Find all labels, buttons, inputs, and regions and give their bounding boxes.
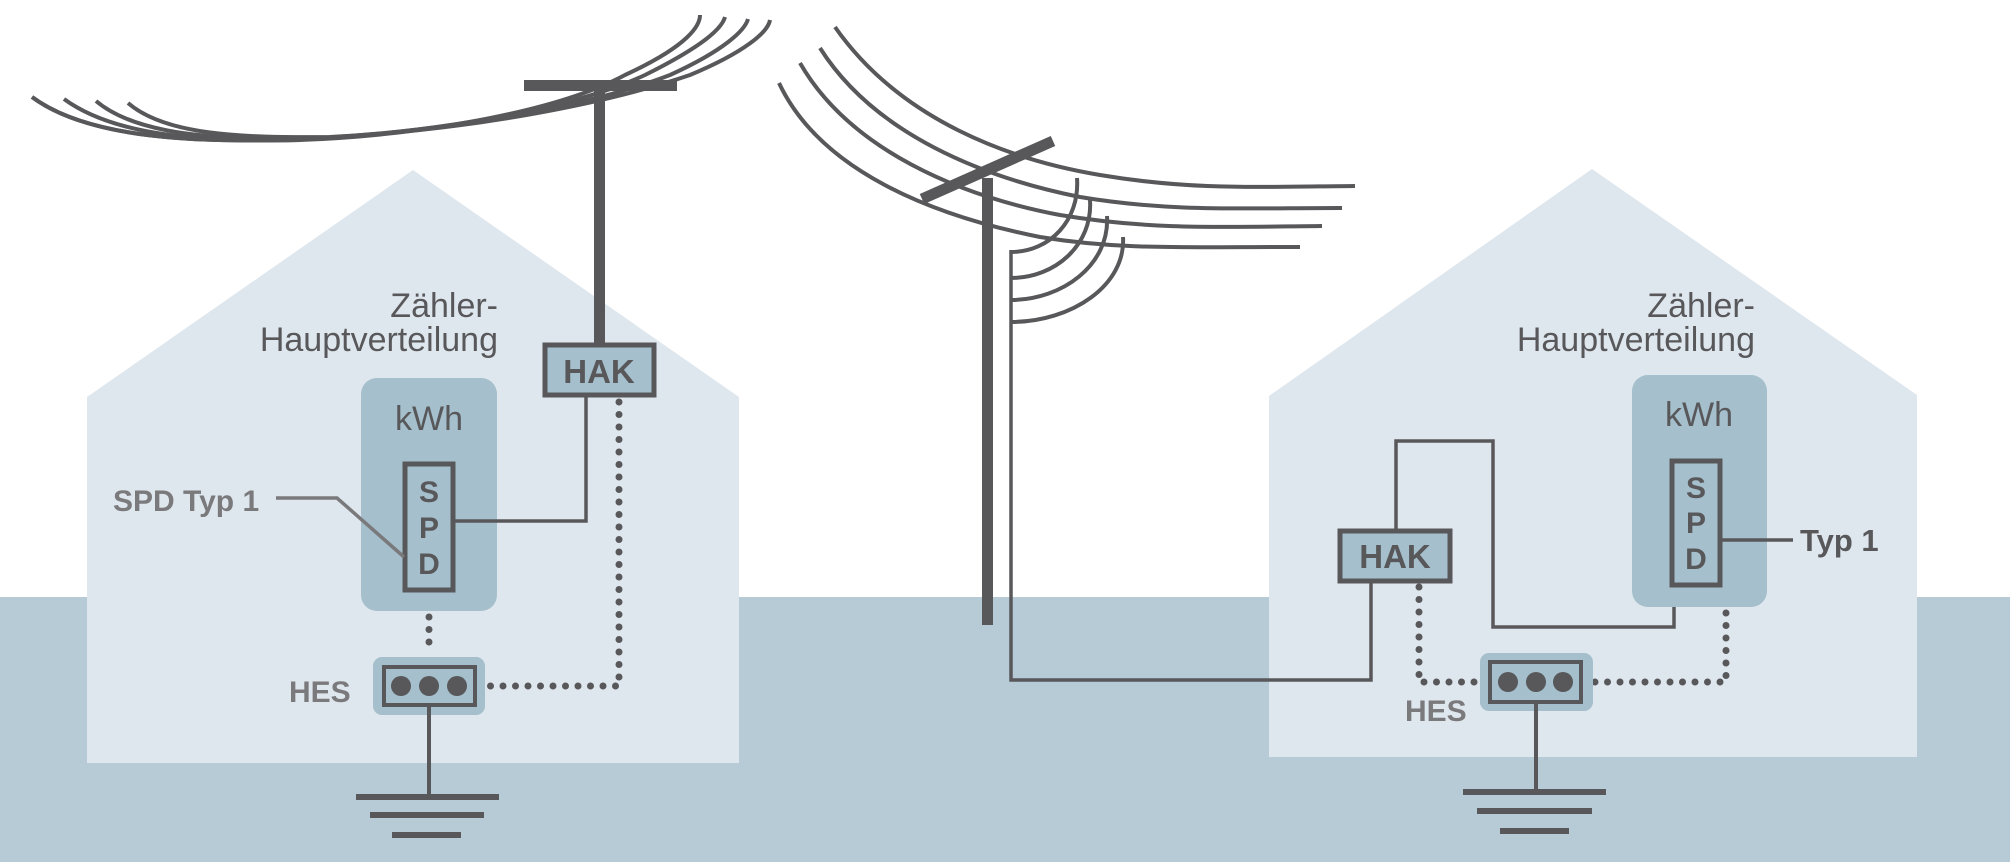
right-hak-box <box>1337 528 1453 584</box>
left-hak-label: HAK <box>563 353 635 390</box>
left-hak-spd-wire <box>455 397 588 523</box>
right-hes-label: HES <box>1405 695 1467 728</box>
right-spd-letter-d: D <box>1685 543 1707 576</box>
right-spd-callout: Typ 1 <box>1800 523 1879 558</box>
right-hak-meter-wire <box>1394 439 1676 629</box>
earth-ground-icon <box>356 794 499 838</box>
left-overhead-wires <box>30 14 772 143</box>
service-drop-wires <box>1010 177 1126 324</box>
left-spd-leader <box>276 496 406 559</box>
right-hak-label: HAK <box>1359 538 1431 575</box>
three-dot-terminal-icon <box>1498 672 1573 692</box>
middle-pole-crossarm <box>919 135 1056 205</box>
three-dot-terminal-icon <box>391 676 467 696</box>
underground-cable <box>1009 250 1373 682</box>
right-meter-label: kWh <box>1665 396 1733 434</box>
left-spd-callout: SPD Typ 1 <box>113 485 259 518</box>
earth-ground-icon <box>1463 789 1606 834</box>
middle-overhead-wires <box>777 25 1356 250</box>
left-hak-hes-bond <box>486 398 623 690</box>
left-spd-letter-s: S <box>419 476 439 509</box>
left-hes-label: HES <box>289 676 351 709</box>
right-spd-letter-s: S <box>1686 472 1706 505</box>
right-title-line2: Hauptverteilung <box>1517 321 1755 359</box>
left-spd-letter-d: D <box>418 548 440 581</box>
right-title-line1: Zähler- <box>1647 287 1755 325</box>
right-spd-box <box>1669 458 1723 588</box>
middle-pole <box>982 178 993 625</box>
right-hak-hes-bond <box>1415 583 1490 686</box>
left-spd-letter-p: P <box>419 512 439 545</box>
left-meter-label: kWh <box>395 400 463 438</box>
right-meter-hes-bond <box>1586 609 1730 686</box>
left-pole <box>594 86 605 343</box>
left-spd-box <box>402 461 456 593</box>
left-hak-box <box>542 342 657 398</box>
left-pole-crossarm <box>524 80 677 91</box>
right-spd-letter-p: P <box>1686 507 1706 540</box>
right-house-body <box>1269 169 1917 757</box>
left-title-line2: Hauptverteilung <box>260 321 498 359</box>
left-title-line1: Zähler- <box>390 287 498 325</box>
